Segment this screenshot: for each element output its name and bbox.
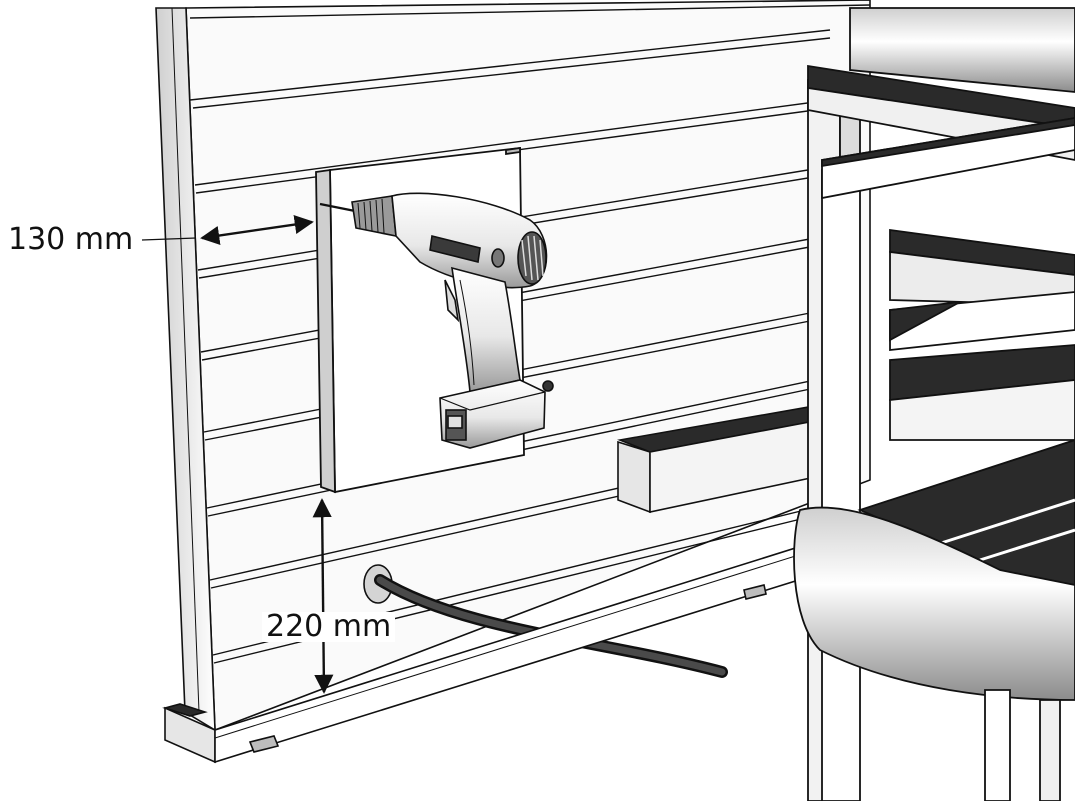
dimension-220-mm bbox=[312, 498, 334, 694]
wall-bracket bbox=[617, 404, 821, 514]
dimension-label-220: 220 mm bbox=[262, 612, 396, 642]
cordless-drill-icon bbox=[319, 192, 554, 449]
side-frame bbox=[793, 7, 1075, 801]
dimension-label-130: 130 mm bbox=[8, 222, 134, 257]
dimension-130-mm bbox=[141, 214, 314, 246]
